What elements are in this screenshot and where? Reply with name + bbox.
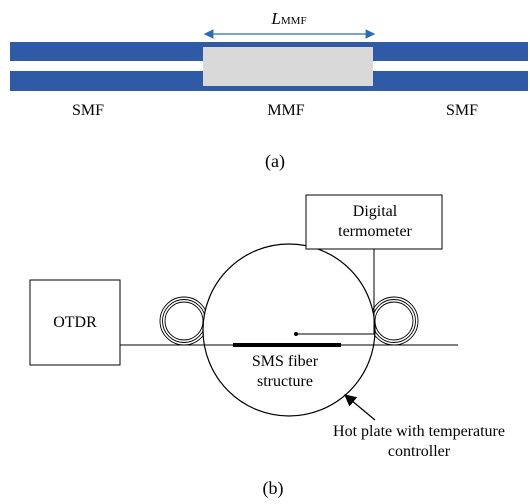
mmf-section <box>203 47 373 86</box>
probe-tip <box>294 332 298 336</box>
label-smf-right: SMF <box>445 102 479 119</box>
hot-plate-circle <box>202 243 376 417</box>
otdr-box <box>29 279 121 366</box>
right-fiber-coil <box>369 296 419 346</box>
caption-b: (b) <box>262 478 284 498</box>
label-smf-left: SMF <box>71 102 105 119</box>
thermometer-label: Digital termometer <box>338 203 412 240</box>
sms-structure-label: SMS fiber structure <box>251 353 319 390</box>
caption-a: (a) <box>265 151 285 171</box>
hot-plate-label: Hot plate with temperature controller <box>333 423 505 460</box>
otdr-label: OTDR <box>53 314 97 331</box>
length-label: LMMF <box>271 9 307 28</box>
hot-plate-pointer <box>344 394 376 421</box>
label-mmf: MMF <box>267 102 305 119</box>
thermometer-box <box>305 194 443 250</box>
left-fiber-coil <box>159 296 209 346</box>
probe-wire <box>296 249 375 335</box>
